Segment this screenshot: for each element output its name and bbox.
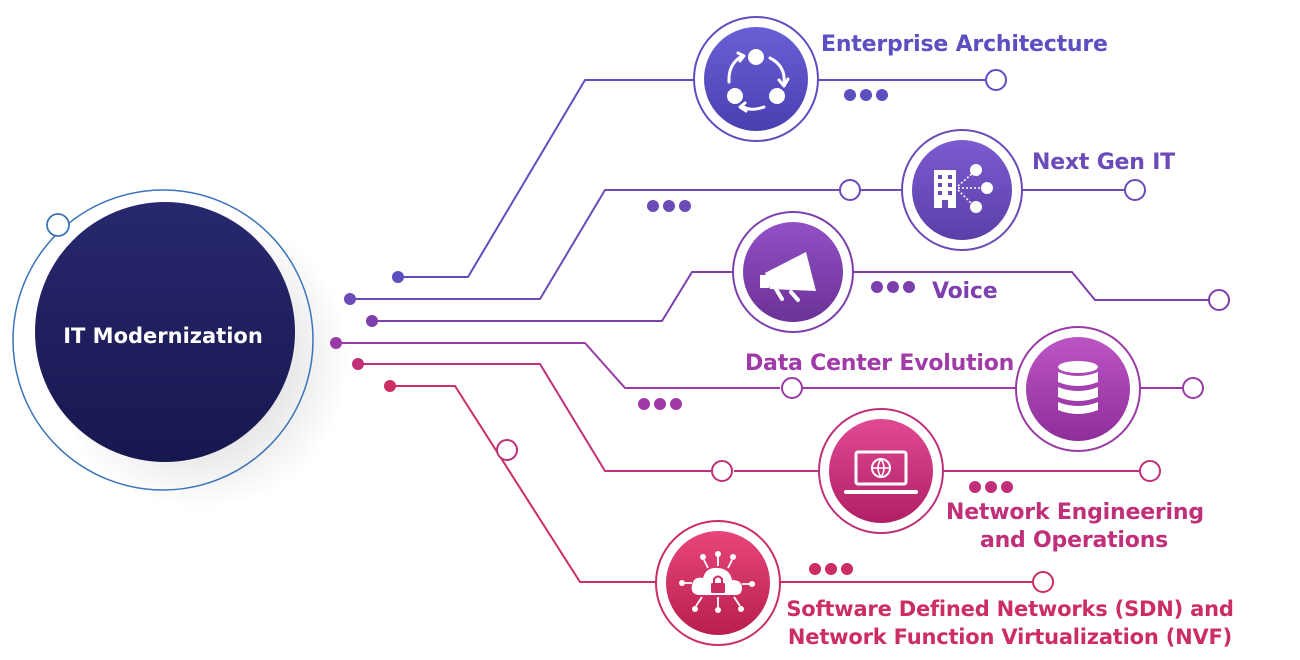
hub-node: IT Modernization <box>12 189 350 510</box>
ellipsis-dots <box>871 281 915 293</box>
hub-outer-ring <box>12 189 314 491</box>
node-next-gen-it <box>901 129 1024 252</box>
branch-line-voice <box>372 271 1208 322</box>
label-data-center-evolution: Data Center Evolution <box>745 351 1015 376</box>
node-voice <box>732 211 856 335</box>
branch-origin-dot <box>344 293 356 305</box>
branch-origin-dot <box>352 358 364 370</box>
connector-knob <box>1124 179 1146 201</box>
label-voice: Voice <box>932 279 998 304</box>
label-enterprise-architecture: Enterprise Architecture <box>821 32 1108 57</box>
megaphone-icon <box>760 252 816 302</box>
cloud-lock-icon <box>679 551 755 613</box>
label-next-gen-it: Next Gen IT <box>1032 150 1175 175</box>
hub-circle <box>35 202 295 462</box>
connector-knob <box>496 439 518 461</box>
connector-knob <box>1032 571 1054 593</box>
label-line: Software Defined Networks (SDN) and <box>786 597 1234 621</box>
building-network-icon <box>934 164 993 213</box>
connector-knob <box>1182 377 1204 399</box>
cycle-arrows-icon <box>727 49 790 113</box>
connector-knob <box>1139 460 1161 482</box>
connector-knob <box>839 179 861 201</box>
node-sdn-nfv <box>655 520 781 646</box>
laptop-globe-icon <box>844 450 918 494</box>
connector-knob <box>985 69 1007 91</box>
ellipsis-dots <box>844 89 888 101</box>
branch-line-sdn-nfv <box>390 385 1032 583</box>
label-line: and Operations <box>979 528 1169 553</box>
label-line: Network Engineering <box>946 500 1204 525</box>
branch-line-enterprise-architecture <box>398 79 985 278</box>
branch-line-data-center <box>336 342 1182 389</box>
branch-line-next-gen-it <box>350 189 1124 300</box>
connector-knob <box>711 460 733 482</box>
label-sdn-nfv: Software Defined Networks (SDN) and Netw… <box>780 595 1240 651</box>
branch-origin-dot <box>330 337 342 349</box>
connector-knob <box>1208 289 1230 311</box>
label-network-engineering: Network Engineering and Operations <box>946 499 1204 555</box>
hub-ring-knob <box>46 213 70 237</box>
node-enterprise-architecture <box>693 16 821 144</box>
node-network-engineering <box>818 408 944 534</box>
hub-label: IT Modernization <box>63 324 263 348</box>
node-data-center-evolution <box>1015 326 1141 452</box>
connector-knob <box>781 377 803 399</box>
ellipsis-dots <box>809 563 853 575</box>
branch-origin-dot <box>384 380 396 392</box>
ellipsis-dots <box>969 481 1013 493</box>
ellipsis-dots <box>638 398 682 410</box>
label-line: Network Function Virtualization (NVF) <box>787 625 1233 649</box>
branch-line-network-engineering <box>358 363 1139 472</box>
database-icon <box>1058 361 1098 414</box>
branch-origin-dot <box>366 315 378 327</box>
branch-origin-dot <box>392 271 404 283</box>
ellipsis-dots <box>647 200 691 212</box>
